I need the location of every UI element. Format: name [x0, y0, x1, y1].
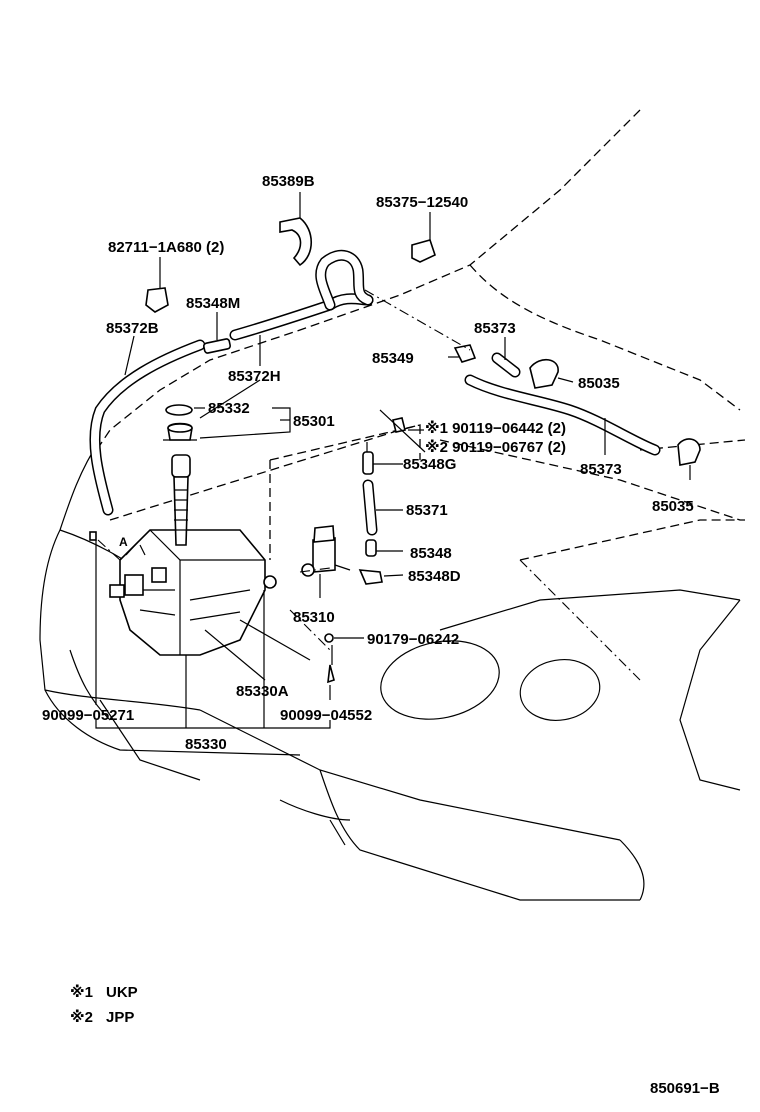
- label-90099-04552: 90099−04552: [280, 707, 372, 724]
- label-85372B: 85372B: [106, 320, 159, 337]
- label-85372H: 85372H: [228, 368, 281, 385]
- label-85375: 85375−12540: [376, 194, 468, 211]
- label-85301: 85301: [293, 413, 335, 430]
- joint-85348: [365, 539, 377, 557]
- part-labels: 85389B 85375−12540 82711−1A680 (2) 85348…: [42, 173, 694, 753]
- label-85035-lower: 85035: [652, 498, 694, 515]
- hoses: [89, 249, 661, 536]
- car-body-outline: [39, 109, 746, 901]
- label-85348M: 85348M: [186, 295, 240, 312]
- label-90119-ukp: ※1 90119−06442 (2): [425, 419, 566, 437]
- label-85371: 85371: [406, 502, 448, 519]
- leader-lines: [95, 192, 691, 729]
- washer-pump: [301, 525, 351, 577]
- valve-85348G: [362, 451, 374, 475]
- bolt-90179: [324, 633, 334, 643]
- figure-id: 850691−B: [650, 1080, 720, 1097]
- nozzle-85035-upper: [529, 359, 559, 389]
- label-mark-a: A: [119, 535, 128, 549]
- label-85349: 85349: [372, 350, 414, 367]
- tank-cap: [163, 404, 197, 441]
- elbow-85348D: [358, 569, 383, 585]
- legend-text-1: UKP: [106, 984, 138, 1001]
- label-82711: 82711−1A680 (2): [108, 239, 224, 256]
- label-85373-lower: 85373: [580, 461, 622, 478]
- legend-mark-1: ※1: [70, 983, 93, 1001]
- nozzle-85035-lower: [677, 438, 701, 466]
- clip-90099-05271: [89, 531, 97, 541]
- label-90099-05271: 90099−05271: [42, 707, 134, 724]
- label-90119-jpp: ※2 90119−06767 (2): [425, 438, 566, 456]
- legend-mark-2: ※2: [70, 1008, 93, 1026]
- screw-90119: [392, 417, 406, 433]
- label-85332: 85332: [208, 400, 250, 417]
- label-85330: 85330: [185, 736, 227, 753]
- legend-text-2: JPP: [106, 1009, 134, 1026]
- clip-82711: [145, 287, 169, 313]
- label-85310: 85310: [293, 609, 335, 626]
- joint-85348M: [203, 338, 231, 354]
- washer-tank: [109, 529, 277, 656]
- label-85035-upper: 85035: [578, 375, 620, 392]
- label-90179: 90179−06242: [367, 631, 459, 648]
- label-85330A: 85330A: [236, 683, 289, 700]
- label-85348G: 85348G: [403, 456, 456, 473]
- clamp-85389B: [279, 217, 313, 267]
- label-85348: 85348: [410, 545, 452, 562]
- legend: ※1 UKP ※2 JPP: [70, 983, 138, 1026]
- label-85373-upper: 85373: [474, 320, 516, 337]
- label-85348D: 85348D: [408, 568, 461, 585]
- filler-neck: [171, 454, 191, 546]
- clip-90099-04552: [327, 664, 335, 684]
- label-85389B: 85389B: [262, 173, 315, 190]
- clip-85375: [411, 239, 436, 263]
